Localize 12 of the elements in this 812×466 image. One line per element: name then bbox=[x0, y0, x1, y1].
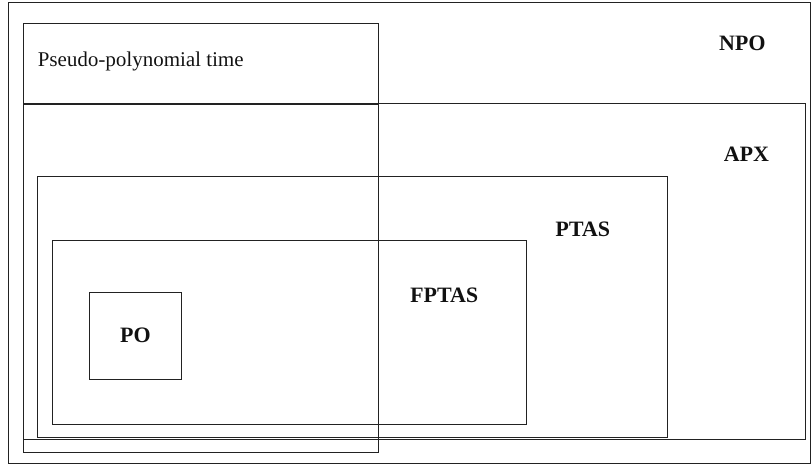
set-region bbox=[37, 176, 668, 438]
set-region bbox=[22, 22, 379, 453]
set-label: PTAS bbox=[555, 217, 610, 242]
set-label: FPTAS bbox=[410, 283, 478, 308]
set-label: PO bbox=[120, 323, 151, 348]
set-label: Pseudo-polynomial time bbox=[38, 48, 244, 71]
set-region bbox=[8, 2, 811, 464]
set-region bbox=[22, 102, 806, 440]
set-region bbox=[89, 292, 182, 380]
set-label: APX bbox=[724, 142, 769, 166]
set-region bbox=[52, 240, 528, 426]
set-label: NPO bbox=[719, 31, 766, 56]
